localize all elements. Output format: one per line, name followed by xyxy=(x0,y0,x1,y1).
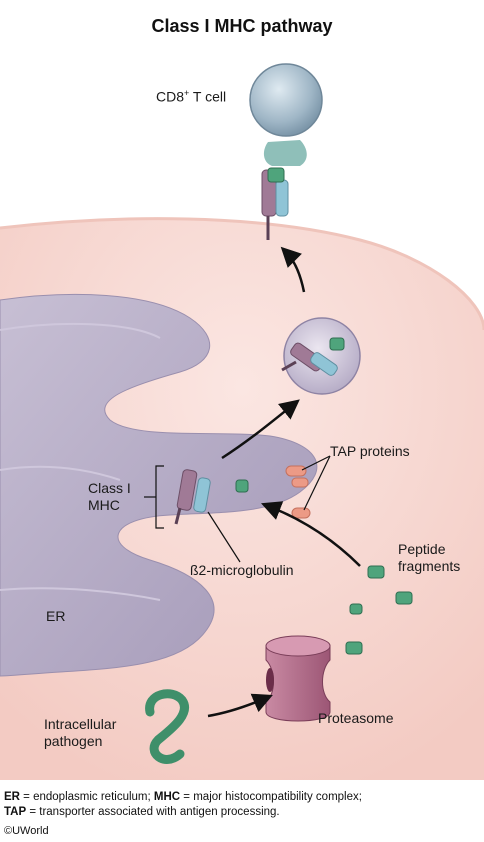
legend-line-1: ER = endoplasmic reticulum; MHC = major … xyxy=(4,791,362,803)
proteasome xyxy=(265,635,331,722)
legend-line-2: TAP = transporter associated with antige… xyxy=(4,806,280,818)
transport-vesicle xyxy=(281,317,361,395)
er-label: ER xyxy=(46,608,66,624)
peptide-fragments xyxy=(345,565,413,655)
proteasome-label: Proteasome xyxy=(318,710,394,726)
cd8-t-cell-label: CD8+ T cell xyxy=(156,88,227,105)
copyright: ©UWorld xyxy=(4,825,49,837)
cell-membrane xyxy=(0,217,484,331)
tap-proteins-label: TAP proteins xyxy=(330,443,410,459)
er-mhc-complex xyxy=(174,469,249,525)
leader-lines xyxy=(144,455,331,563)
legend: ER = endoplasmic reticulum; MHC = major … xyxy=(4,790,362,820)
tap-proteins xyxy=(285,465,311,519)
pathway-diagram xyxy=(0,63,484,780)
surface-mhc-complex xyxy=(261,167,289,240)
arrows xyxy=(207,246,361,718)
er-shape xyxy=(0,293,318,677)
cd8-t-cell xyxy=(249,63,323,166)
intracellular-pathogen xyxy=(145,689,189,764)
b2-microglobulin-label: ß2-microglobulin xyxy=(190,562,294,578)
diagram-title: Class I MHC pathway xyxy=(151,16,333,36)
